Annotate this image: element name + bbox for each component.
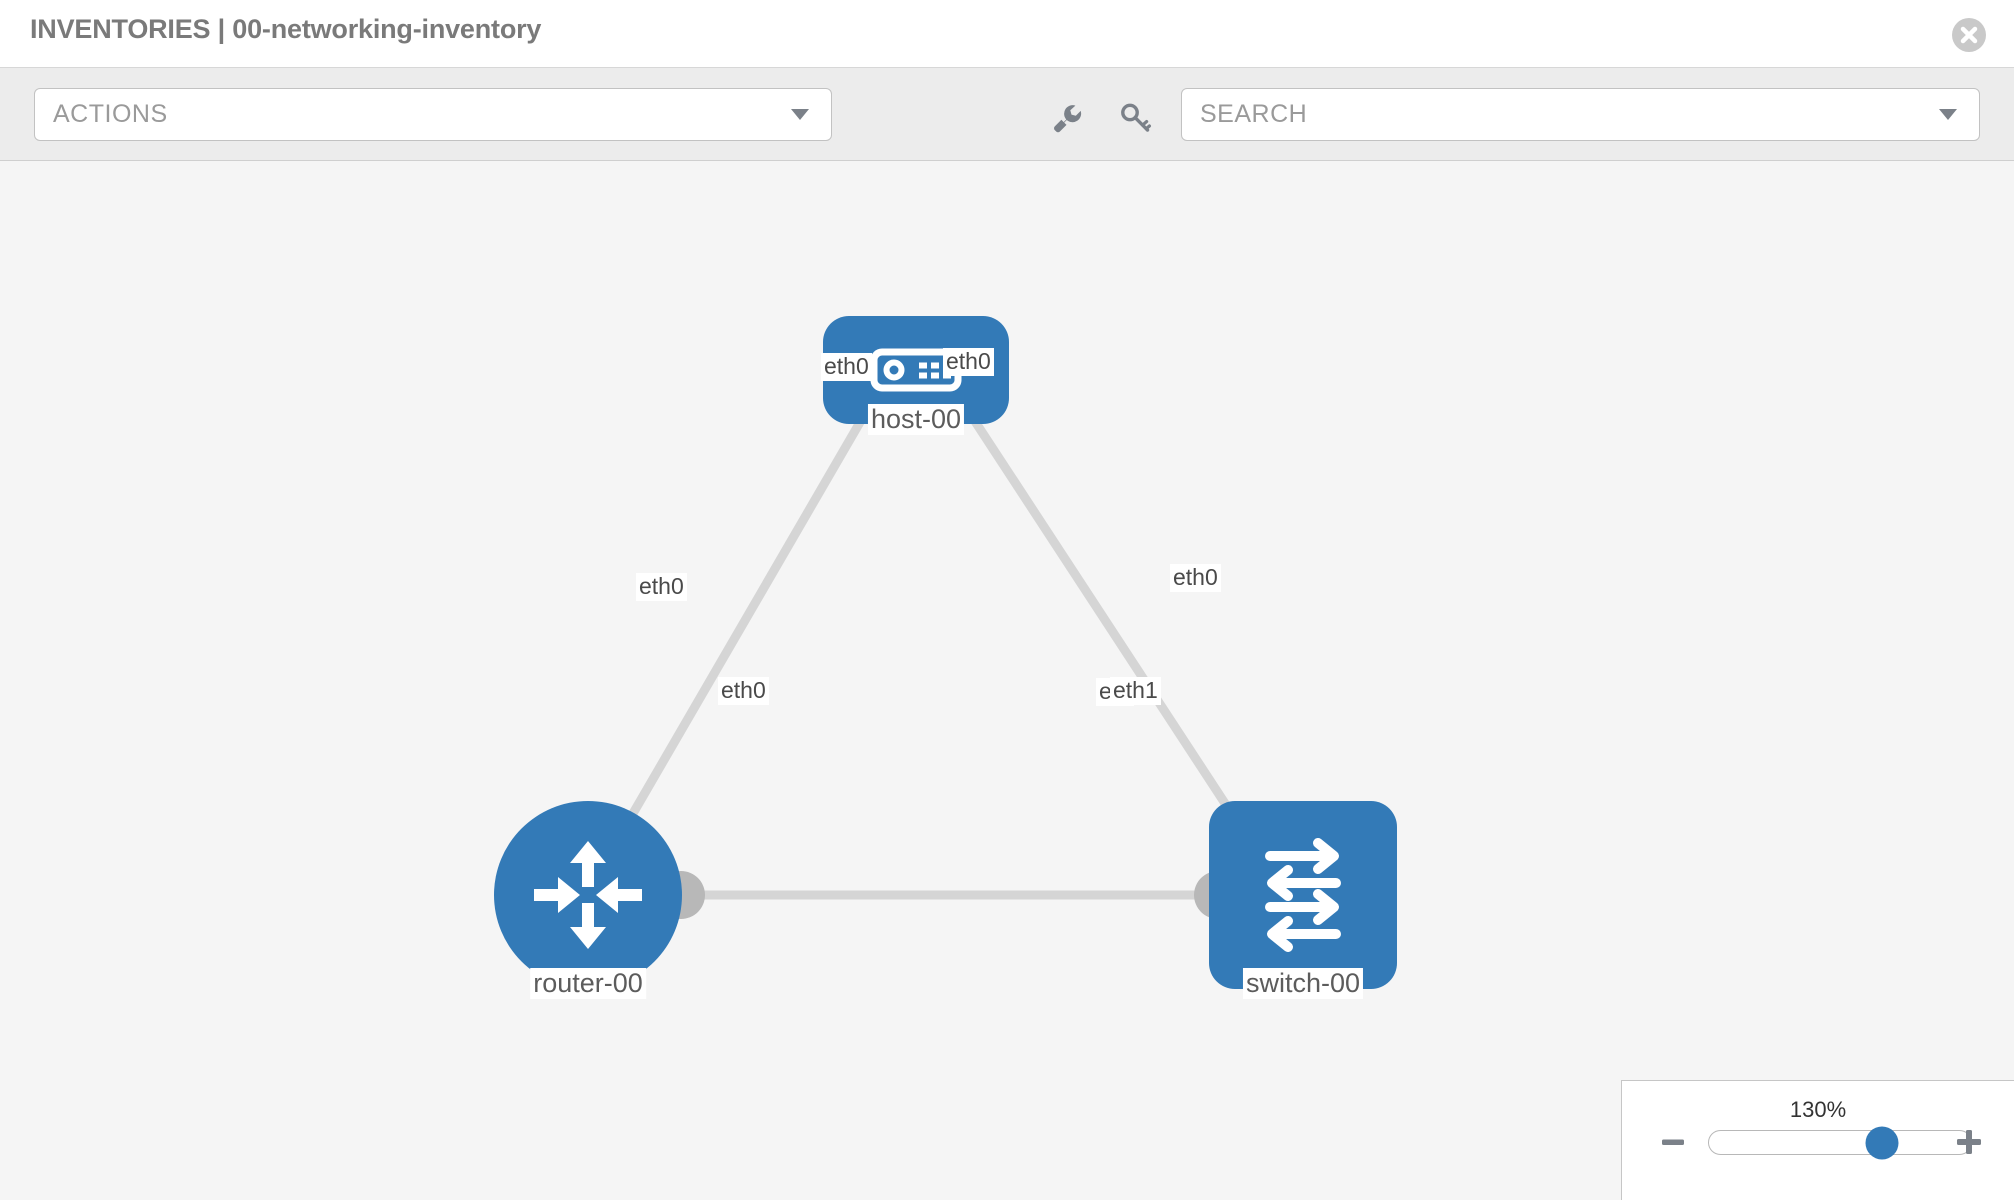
wrench-icon[interactable] [1049,100,1085,136]
switch-node-shape[interactable] [1209,801,1397,989]
chevron-down-icon [791,109,809,120]
node-label-host-00: host-00 [867,404,965,436]
toolbar: ACTIONS SEARCH [0,68,2014,161]
close-icon[interactable] [1952,18,1986,52]
zoom-slider[interactable] [1708,1126,1972,1159]
key-icon[interactable] [1117,100,1153,136]
iface-label-switch-eth1: eth1 [1110,677,1161,705]
topology-canvas[interactable]: host-00 router-00 [0,161,2014,1200]
switch-icon [1265,838,1341,952]
iface-label-switch-uplink: eth0 [1170,564,1221,592]
search-placeholder: SEARCH [1200,100,1308,128]
router-node-shape[interactable] [494,801,682,989]
router-icon [534,841,642,949]
node-label-switch-00: switch-00 [1242,968,1364,1000]
iface-label-router-eth0: eth0 [718,677,769,705]
zoom-in-button[interactable] [1954,1127,1984,1157]
iface-label-host-right: eth0 [943,348,994,376]
page-header: INVENTORIES | 00-networking-inventory [0,0,2014,68]
actions-dropdown[interactable]: ACTIONS [34,88,832,141]
node-label-router-00: router-00 [530,968,646,1000]
zoom-level-label: 130% [1789,1097,1847,1122]
zoom-control-panel: 130% [1621,1080,2014,1200]
topology-node-switch-00[interactable]: switch-00 [1209,801,1397,1000]
iface-label-router-uplink: eth0 [636,573,687,601]
chevron-down-icon [1939,109,1957,120]
zoom-slider-thumb[interactable] [1865,1126,1899,1159]
page-title: INVENTORIES | 00-networking-inventory [30,14,542,44]
actions-dropdown-label: ACTIONS [53,100,168,128]
topology-node-router-00[interactable]: router-00 [494,801,682,1000]
iface-label-host-left: eth0 [821,353,872,381]
zoom-out-button[interactable] [1658,1127,1688,1157]
search-input[interactable]: SEARCH [1181,88,1980,141]
